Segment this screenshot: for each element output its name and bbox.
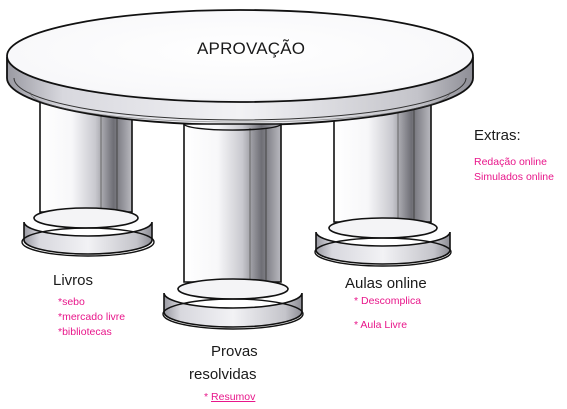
right-column-base-top [328,217,438,239]
left-pillar-label: Livros [53,272,94,289]
left-column [21,99,155,257]
list-item: * Descomplica [354,295,422,307]
list-item: Redação online [474,156,547,168]
right-pillar-label: Aulas online [345,275,427,292]
resumov-link[interactable]: Resumov [211,391,256,403]
extras-title: Extras: [474,127,521,144]
center-pillar-note-prefix: * [204,391,212,403]
list-item: *mercado livre [58,311,126,323]
tabletop [6,9,474,126]
list-item: * Aula Livre [354,319,408,331]
list-item: *bibliotecas [58,326,112,338]
tabletop-label: APROVAÇÃO [197,39,306,58]
center-column-base-top [177,278,289,300]
center-column-shaft [183,123,282,283]
center-pillar-label-line1: Provas [211,343,258,360]
left-pillar-notes: *sebo *mercado livre *bibliotecas [58,295,125,340]
list-item: Simulados online [474,171,554,183]
right-column [314,99,452,267]
center-pillar-label-line2: resolvidas [189,366,257,383]
left-column-base-top [33,207,139,229]
left-column-base [23,221,153,255]
extras-list: Redação online Simulados online [474,155,554,185]
list-item: *sebo [58,296,85,308]
center-pillar-note: * Resumov [204,391,256,404]
right-pillar-notes: * Descomplica * Aula Livre [354,294,421,333]
tabletop-surface [6,9,474,103]
center-column [162,123,304,330]
